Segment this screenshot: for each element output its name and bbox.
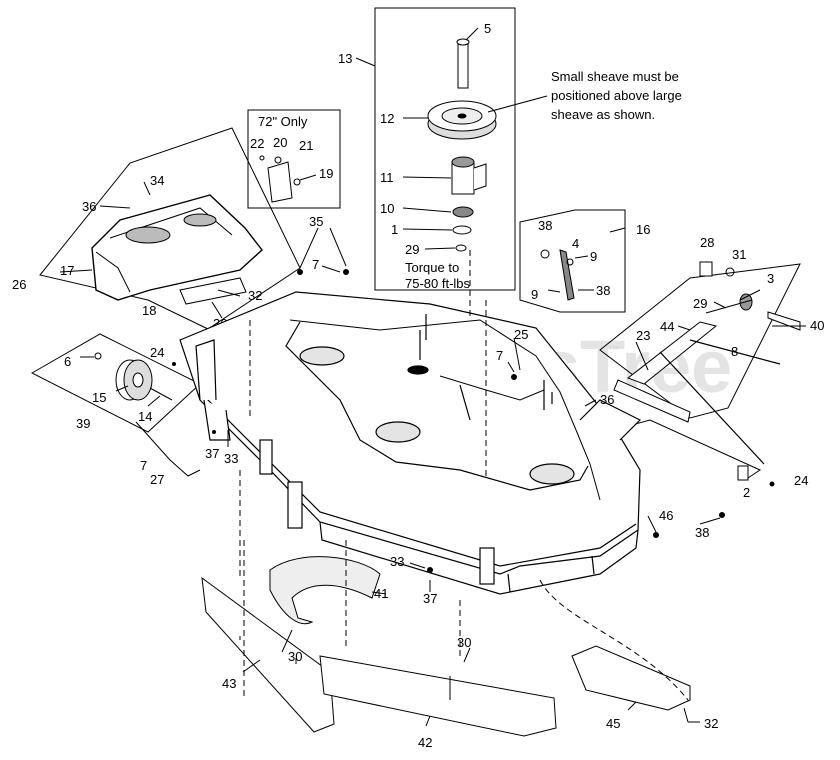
callout-17: 17 bbox=[60, 263, 74, 278]
callout-20: 20 bbox=[273, 135, 287, 150]
callout-1: 1 bbox=[391, 222, 398, 237]
callout-29: 29 bbox=[405, 242, 419, 257]
lift-arm-group bbox=[577, 261, 806, 487]
sheave-note-line-3: sheave as shown. bbox=[551, 107, 655, 122]
callout-35: 35 bbox=[309, 214, 323, 229]
sheave-note-line-1: Small sheave must be bbox=[551, 69, 679, 84]
callout-37-bottom: 37 bbox=[423, 591, 437, 606]
sheave-note-line-2: positioned above large bbox=[551, 88, 682, 103]
callout-24-wheel: 24 bbox=[150, 345, 164, 360]
callout-13: 13 bbox=[338, 51, 352, 66]
mower-deck bbox=[179, 291, 642, 595]
callout-10: 10 bbox=[380, 201, 394, 216]
callout-33-left: 33 bbox=[224, 451, 238, 466]
callout-2: 2 bbox=[743, 485, 750, 500]
callout-30-right: 30 bbox=[457, 635, 471, 650]
callout-23: 23 bbox=[636, 328, 650, 343]
spindle-assembly-box bbox=[355, 7, 548, 291]
callout-12: 12 bbox=[380, 111, 394, 126]
callout-32-bottom: 32 bbox=[704, 716, 718, 731]
callout-7-right: 7 bbox=[496, 348, 503, 363]
callout-6: 6 bbox=[64, 354, 71, 369]
idler-arm-box bbox=[519, 209, 626, 313]
callout-36-cover: 36 bbox=[82, 199, 96, 214]
callout-34: 34 bbox=[150, 173, 164, 188]
callout-7-deck: 7 bbox=[312, 257, 319, 272]
torque-note-line-2: 75-80 ft-lbs bbox=[405, 276, 471, 291]
callout-4: 4 bbox=[572, 236, 579, 251]
callout-27: 27 bbox=[150, 472, 164, 487]
callout-42: 42 bbox=[418, 735, 432, 750]
callout-40: 40 bbox=[810, 318, 824, 333]
baffles-and-skirts bbox=[201, 250, 700, 737]
72in-only-label: 72" Only bbox=[258, 114, 308, 129]
callout-38-idler-bottom: 38 bbox=[596, 283, 610, 298]
deck-leaders bbox=[227, 227, 721, 592]
callout-11: 11 bbox=[380, 170, 394, 185]
callout-45: 45 bbox=[606, 716, 620, 731]
callout-29-right: 29 bbox=[693, 296, 707, 311]
callout-37-left: 37 bbox=[205, 446, 219, 461]
callout-41: 41 bbox=[374, 586, 388, 601]
callout-31: 31 bbox=[732, 247, 746, 262]
callout-16: 16 bbox=[636, 222, 650, 237]
callout-21: 21 bbox=[299, 138, 313, 153]
watermark-trademark: ™ bbox=[608, 343, 620, 357]
callout-7-lower: 7 bbox=[140, 458, 147, 473]
belt-cover-group bbox=[39, 127, 301, 330]
callout-43: 43 bbox=[222, 676, 236, 691]
hardware-dots bbox=[172, 269, 725, 573]
callout-18: 18 bbox=[142, 303, 156, 318]
callout-38-right: 38 bbox=[695, 525, 709, 540]
callout-38-idler-top: 38 bbox=[538, 218, 552, 233]
callout-3: 3 bbox=[767, 271, 774, 286]
callout-26: 26 bbox=[12, 277, 26, 292]
callout-19: 19 bbox=[319, 166, 333, 181]
callout-44: 44 bbox=[660, 319, 674, 334]
callout-32-cover: 32 bbox=[248, 288, 262, 303]
callout-14: 14 bbox=[138, 409, 152, 424]
callout-46: 46 bbox=[659, 508, 673, 523]
callout-5: 5 bbox=[484, 21, 491, 36]
72in-only-box bbox=[247, 109, 341, 209]
callout-39: 39 bbox=[76, 416, 90, 431]
callout-28: 28 bbox=[700, 235, 714, 250]
callout-25: 25 bbox=[514, 327, 528, 342]
callout-9-top: 9 bbox=[590, 249, 597, 264]
callout-8: 8 bbox=[731, 344, 738, 359]
callout-30-left: 30 bbox=[288, 649, 302, 664]
callout-24-right: 24 bbox=[794, 473, 808, 488]
callout-9-bottom: 9 bbox=[531, 287, 538, 302]
callout-22: 22 bbox=[250, 136, 264, 151]
torque-note-line-1: Torque to bbox=[405, 260, 459, 275]
callout-36-right: 36 bbox=[600, 392, 614, 407]
callout-15: 15 bbox=[92, 390, 106, 405]
gauge-wheel-group bbox=[30, 333, 201, 477]
callout-33-bottom: 33 bbox=[390, 554, 404, 569]
